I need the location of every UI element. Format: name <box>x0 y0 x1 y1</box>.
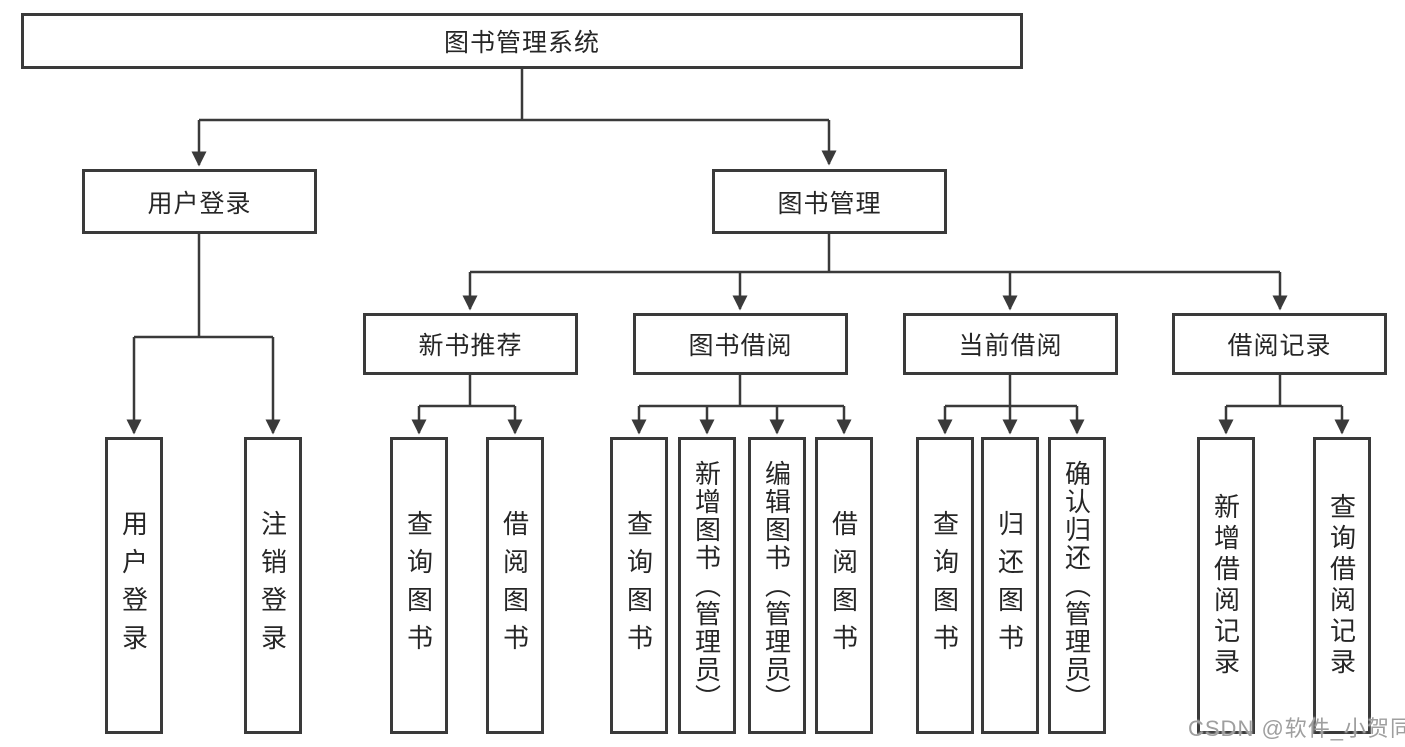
leaf-borrow-book-1: 借阅图书 <box>486 437 544 734</box>
watermark: CSDN @软件_小贺同学 <box>1188 716 1405 741</box>
node-new-book-recommend: 新书推荐 <box>363 313 578 375</box>
leaf-borrow-book-2: 借阅图书 <box>815 437 873 734</box>
leaf-add-borrow-record: 新增借阅记录 <box>1197 437 1255 734</box>
node-book-management: 图书管理 <box>712 169 947 234</box>
node-book-borrow: 图书借阅 <box>633 313 848 375</box>
leaf-user-login: 用户登录 <box>105 437 163 734</box>
node-borrow-records: 借阅记录 <box>1172 313 1387 375</box>
leaf-add-book-admin: 新增图书（管理员） <box>678 437 736 734</box>
node-current-borrow: 当前借阅 <box>903 313 1118 375</box>
node-user-login: 用户登录 <box>82 169 317 234</box>
leaf-return-book: 归还图书 <box>981 437 1039 734</box>
leaf-search-book-2: 查询图书 <box>610 437 668 734</box>
leaf-confirm-return-admin: 确认归还（管理员） <box>1048 437 1106 734</box>
leaf-search-book-3: 查询图书 <box>916 437 974 734</box>
leaf-logout: 注销登录 <box>244 437 302 734</box>
leaf-search-borrow-record: 查询借阅记录 <box>1313 437 1371 734</box>
leaf-edit-book-admin: 编辑图书（管理员） <box>748 437 806 734</box>
node-root-system: 图书管理系统 <box>21 13 1023 69</box>
leaf-search-book-1: 查询图书 <box>390 437 448 734</box>
